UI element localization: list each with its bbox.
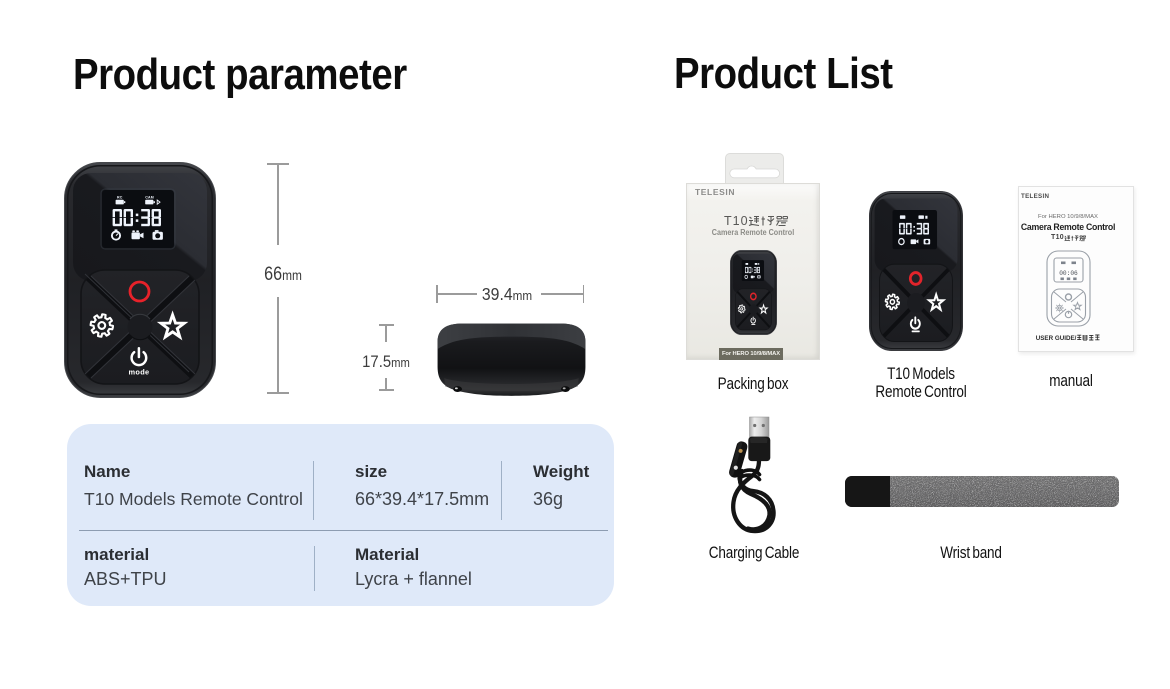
svg-text:CAM: CAM: [145, 196, 154, 200]
svg-text:mode: mode: [129, 368, 150, 377]
svg-text:00:06: 00:06: [1059, 270, 1078, 277]
svg-text:RC: RC: [117, 196, 123, 200]
